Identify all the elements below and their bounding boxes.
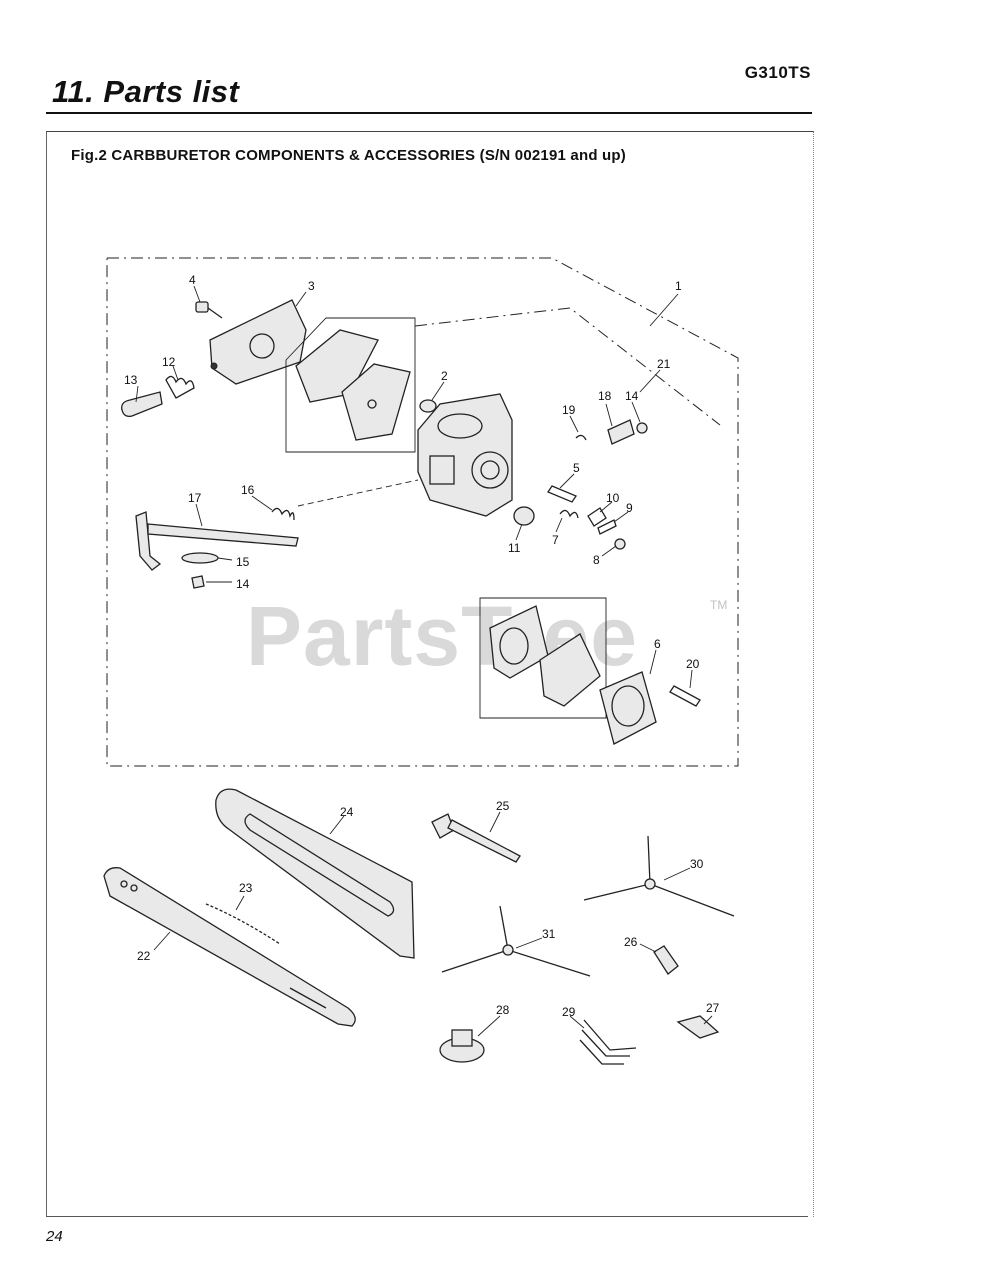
callout-8: 8 [593, 553, 600, 567]
section-title: 11. Parts list [52, 74, 240, 109]
callout-25: 25 [496, 799, 510, 813]
part-27-drawing [676, 1015, 720, 1039]
pump-cover-drawing [195, 299, 307, 385]
callout-labels: 1 2 3 4 5 6 7 8 9 10 11 12 13 14 14 15 1… [124, 273, 720, 1019]
callout-6: 6 [654, 637, 661, 651]
callout-17: 17 [188, 491, 202, 505]
callout-12: 12 [162, 355, 176, 369]
callout-14-bottom: 14 [236, 577, 250, 591]
tri-screwdriver-31-drawing [441, 905, 591, 977]
callout-31: 31 [542, 927, 556, 941]
callout-14-top: 14 [625, 389, 639, 403]
spark-plug-wrench-drawing [431, 813, 521, 863]
guide-bar-drawing [103, 867, 356, 1027]
callout-10: 10 [606, 491, 620, 505]
callout-9: 9 [626, 501, 633, 515]
callout-26: 26 [624, 935, 638, 949]
leader-lines [135, 285, 713, 1037]
diaphragm-box [479, 597, 701, 745]
saw-chain-drawing [205, 903, 281, 945]
model-number: G310TS [744, 63, 811, 82]
callout-13: 13 [124, 373, 138, 387]
page-number: 24 [46, 1228, 63, 1245]
throttle-shaft-drawing [135, 479, 419, 589]
part-29-drawing [579, 1019, 637, 1065]
callout-21: 21 [657, 357, 671, 371]
callout-19: 19 [562, 403, 576, 417]
bar-cover-drawing [215, 788, 415, 959]
callout-7: 7 [552, 533, 559, 547]
callout-29: 29 [562, 1005, 576, 1019]
callout-5: 5 [573, 461, 580, 475]
callout-28: 28 [496, 1003, 510, 1017]
watermark-trademark: TM [710, 598, 728, 612]
part-28-drawing [439, 1029, 485, 1063]
carburetor-assembly-frame [106, 257, 739, 767]
callout-11: 11 [508, 541, 521, 555]
header-rule [46, 112, 812, 114]
callout-3: 3 [308, 279, 315, 293]
callout-24: 24 [340, 805, 354, 819]
callout-22: 22 [137, 949, 151, 963]
tri-screwdriver-30-drawing [583, 835, 735, 917]
callout-15: 15 [236, 555, 250, 569]
footer-rule [46, 1216, 808, 1217]
callout-27: 27 [706, 1001, 720, 1015]
callout-2: 2 [441, 369, 448, 383]
callout-16: 16 [241, 483, 255, 497]
callout-23: 23 [239, 881, 253, 895]
callout-18: 18 [598, 389, 612, 403]
callout-20: 20 [686, 657, 700, 671]
idle-screw-drawing [121, 375, 195, 418]
figure-frame [46, 131, 814, 1217]
callout-1: 1 [675, 279, 682, 293]
gasket-box [285, 317, 416, 453]
small-components-drawing [513, 419, 648, 550]
part-26-drawing [653, 945, 679, 975]
figure-title: Fig.2 CARBBURETOR COMPONENTS & ACCESSORI… [71, 147, 626, 164]
callout-4: 4 [189, 273, 196, 287]
callout-30: 30 [690, 857, 704, 871]
part-2-drawing [419, 399, 437, 413]
carburetor-body-drawing [417, 393, 513, 517]
